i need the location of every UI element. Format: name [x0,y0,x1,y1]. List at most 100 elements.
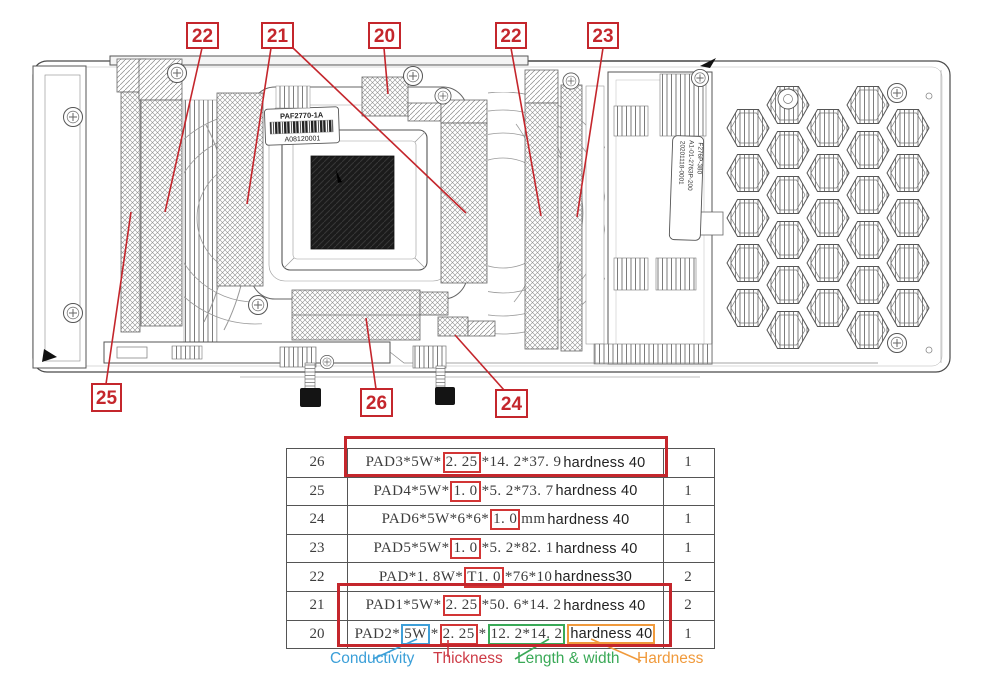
spec-text: PAD3*5W* [365,454,442,471]
spec-highlight-red: T1. 0 [464,566,504,588]
spec-highlight-red: 1. 0 [490,509,521,531]
orientation-arrow [700,58,716,68]
gpu-die [310,155,395,250]
legend: Conductivity Thickness Length & width Ha… [0,650,997,676]
callout-number-cell: 21 [287,591,348,620]
qty-cell: 2 [663,591,712,620]
callout-20: 20 [368,22,401,49]
qty-cell: 2 [663,563,712,591]
pcb-panel: F276P-380 A1-01-2763P-200 20201118-0001 [585,71,724,365]
callout-26: 26 [360,388,393,417]
svg-text:24: 24 [501,394,523,415]
callout-number-cell: 22 [287,563,348,591]
svg-text:20: 20 [374,26,395,47]
board-label-line1: F276P-380 [695,142,703,174]
spec-text: hardness 40 [563,597,646,614]
pad-22-left [140,99,183,327]
svg-text:22: 22 [192,26,213,47]
pad-22-right [524,102,559,350]
svg-text:25: 25 [96,388,118,409]
qty-cell: 1 [663,449,712,477]
spec-text: hardness30 [554,569,633,586]
spec-highlight-red: 2. 25 [442,452,481,474]
qty-cell: 1 [663,534,712,563]
heatsink-model-label: PAF2770-1A [280,110,324,121]
screw-cap [435,387,455,405]
legend-thickness: Thickness [433,650,503,667]
gpu-die-area [281,129,428,271]
spec-highlight-blue: 5W [401,623,430,645]
spec-text: hardness 40 [555,483,638,500]
card-top-edge [109,55,716,68]
spec-text: hardness 40 [547,511,630,528]
heatsink-serial-label: A08120001 [284,135,320,143]
honeycomb-vents [726,83,933,354]
spec-text: hardness 40 [555,540,638,557]
callout-21: 21 [261,22,294,49]
pad-23 [560,84,583,352]
svg-text:26: 26 [366,393,387,414]
spec-text: mm [521,511,546,528]
screw-cap [300,388,321,407]
pci-bracket [32,65,87,369]
callout-23: 23 [587,22,619,49]
spec-text: * [478,625,487,642]
spec-text: *50. 6*14. 2 [481,597,562,614]
board-label-line3: 20201118-0001 [677,141,686,185]
callout-22-right: 22 [495,22,527,49]
standoff-screw-left [279,346,334,407]
callout-number-cell: 20 [287,620,348,649]
spec-highlight-red: 1. 0 [450,480,481,502]
spec-text: *5. 2*82. 1 [481,540,554,557]
spec-text: PAD6*5W*6*6* [381,511,490,528]
spec-text: *14. 2*37. 9 [481,454,562,471]
callout-number-cell: 25 [287,477,348,506]
standoff-screw-right [412,345,455,405]
barcode [269,119,334,135]
svg-text:21: 21 [267,26,289,47]
spec-text: hardness 40 [563,454,646,471]
spec-highlight-red: 1. 0 [450,538,481,560]
callout-24: 24 [495,389,528,418]
svg-text:22: 22 [500,26,521,47]
spec-highlight-red: 2. 25 [442,595,481,617]
spec-text: PAD5*5W* [373,540,450,557]
spec-text: *5. 2*73. 7 [481,482,554,499]
callout-number-cell: 24 [287,506,348,534]
callout-25: 25 [91,383,122,412]
callout-number-cell: 26 [287,449,348,477]
legend-length-width: Length & width [517,650,620,667]
pad-21-left [216,92,264,287]
callout-number-cell: 23 [287,534,348,563]
callout-22-left: 22 [186,22,219,49]
spec-text: * [430,625,439,642]
spec-highlight-orange: hardness 40 [567,624,656,645]
bottom-bracket [103,341,878,364]
spec-text: PAD*1. 8W* [378,568,464,585]
spec-text: PAD1*5W* [365,597,442,614]
pad-24 [437,316,469,337]
gpu-cooler-technical-drawing: PAF2770-1A A08120001 F276P-380 A1-01-276… [32,22,951,418]
heatsink-sticker: PAF2770-1A A08120001 [264,106,340,146]
spec-highlight-red: 2. 25 [439,623,478,645]
legend-hardness: Hardness [637,650,704,667]
spec-text: *76*10 [504,568,553,585]
orientation-arrow [42,349,57,362]
callout-leader-lines [105,46,604,391]
pad-21-right [440,122,488,284]
spec-text: PAD2* [354,625,401,642]
pad-20 [361,76,409,117]
board-sticker: F276P-380 A1-01-2763P-200 20201118-0001 [668,135,705,241]
